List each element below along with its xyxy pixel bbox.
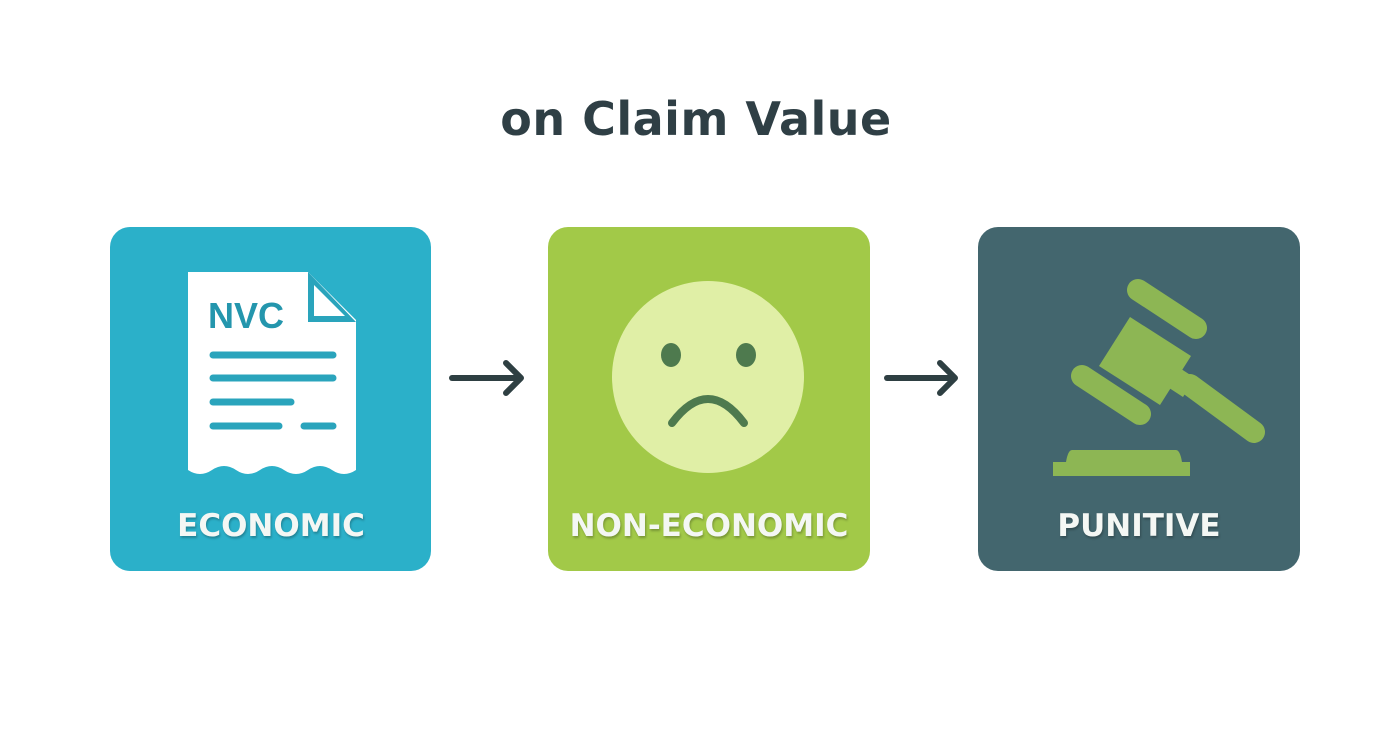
punitive-card xyxy=(978,227,1300,571)
arrow-right-icon xyxy=(449,360,524,396)
receipt-document-icon: NVC xyxy=(188,272,356,474)
arrow-right-icon xyxy=(884,360,958,396)
punitive-label: PUNITIVE xyxy=(1057,508,1221,544)
gavel-icon xyxy=(1053,279,1265,476)
diagram-title: on Claim Value xyxy=(500,92,892,146)
non-economic-label: NON-ECONOMIC xyxy=(569,508,849,544)
svg-text:NVC: NVC xyxy=(208,295,284,336)
sad-face-icon xyxy=(612,281,804,473)
economic-label: ECONOMIC xyxy=(177,508,365,544)
